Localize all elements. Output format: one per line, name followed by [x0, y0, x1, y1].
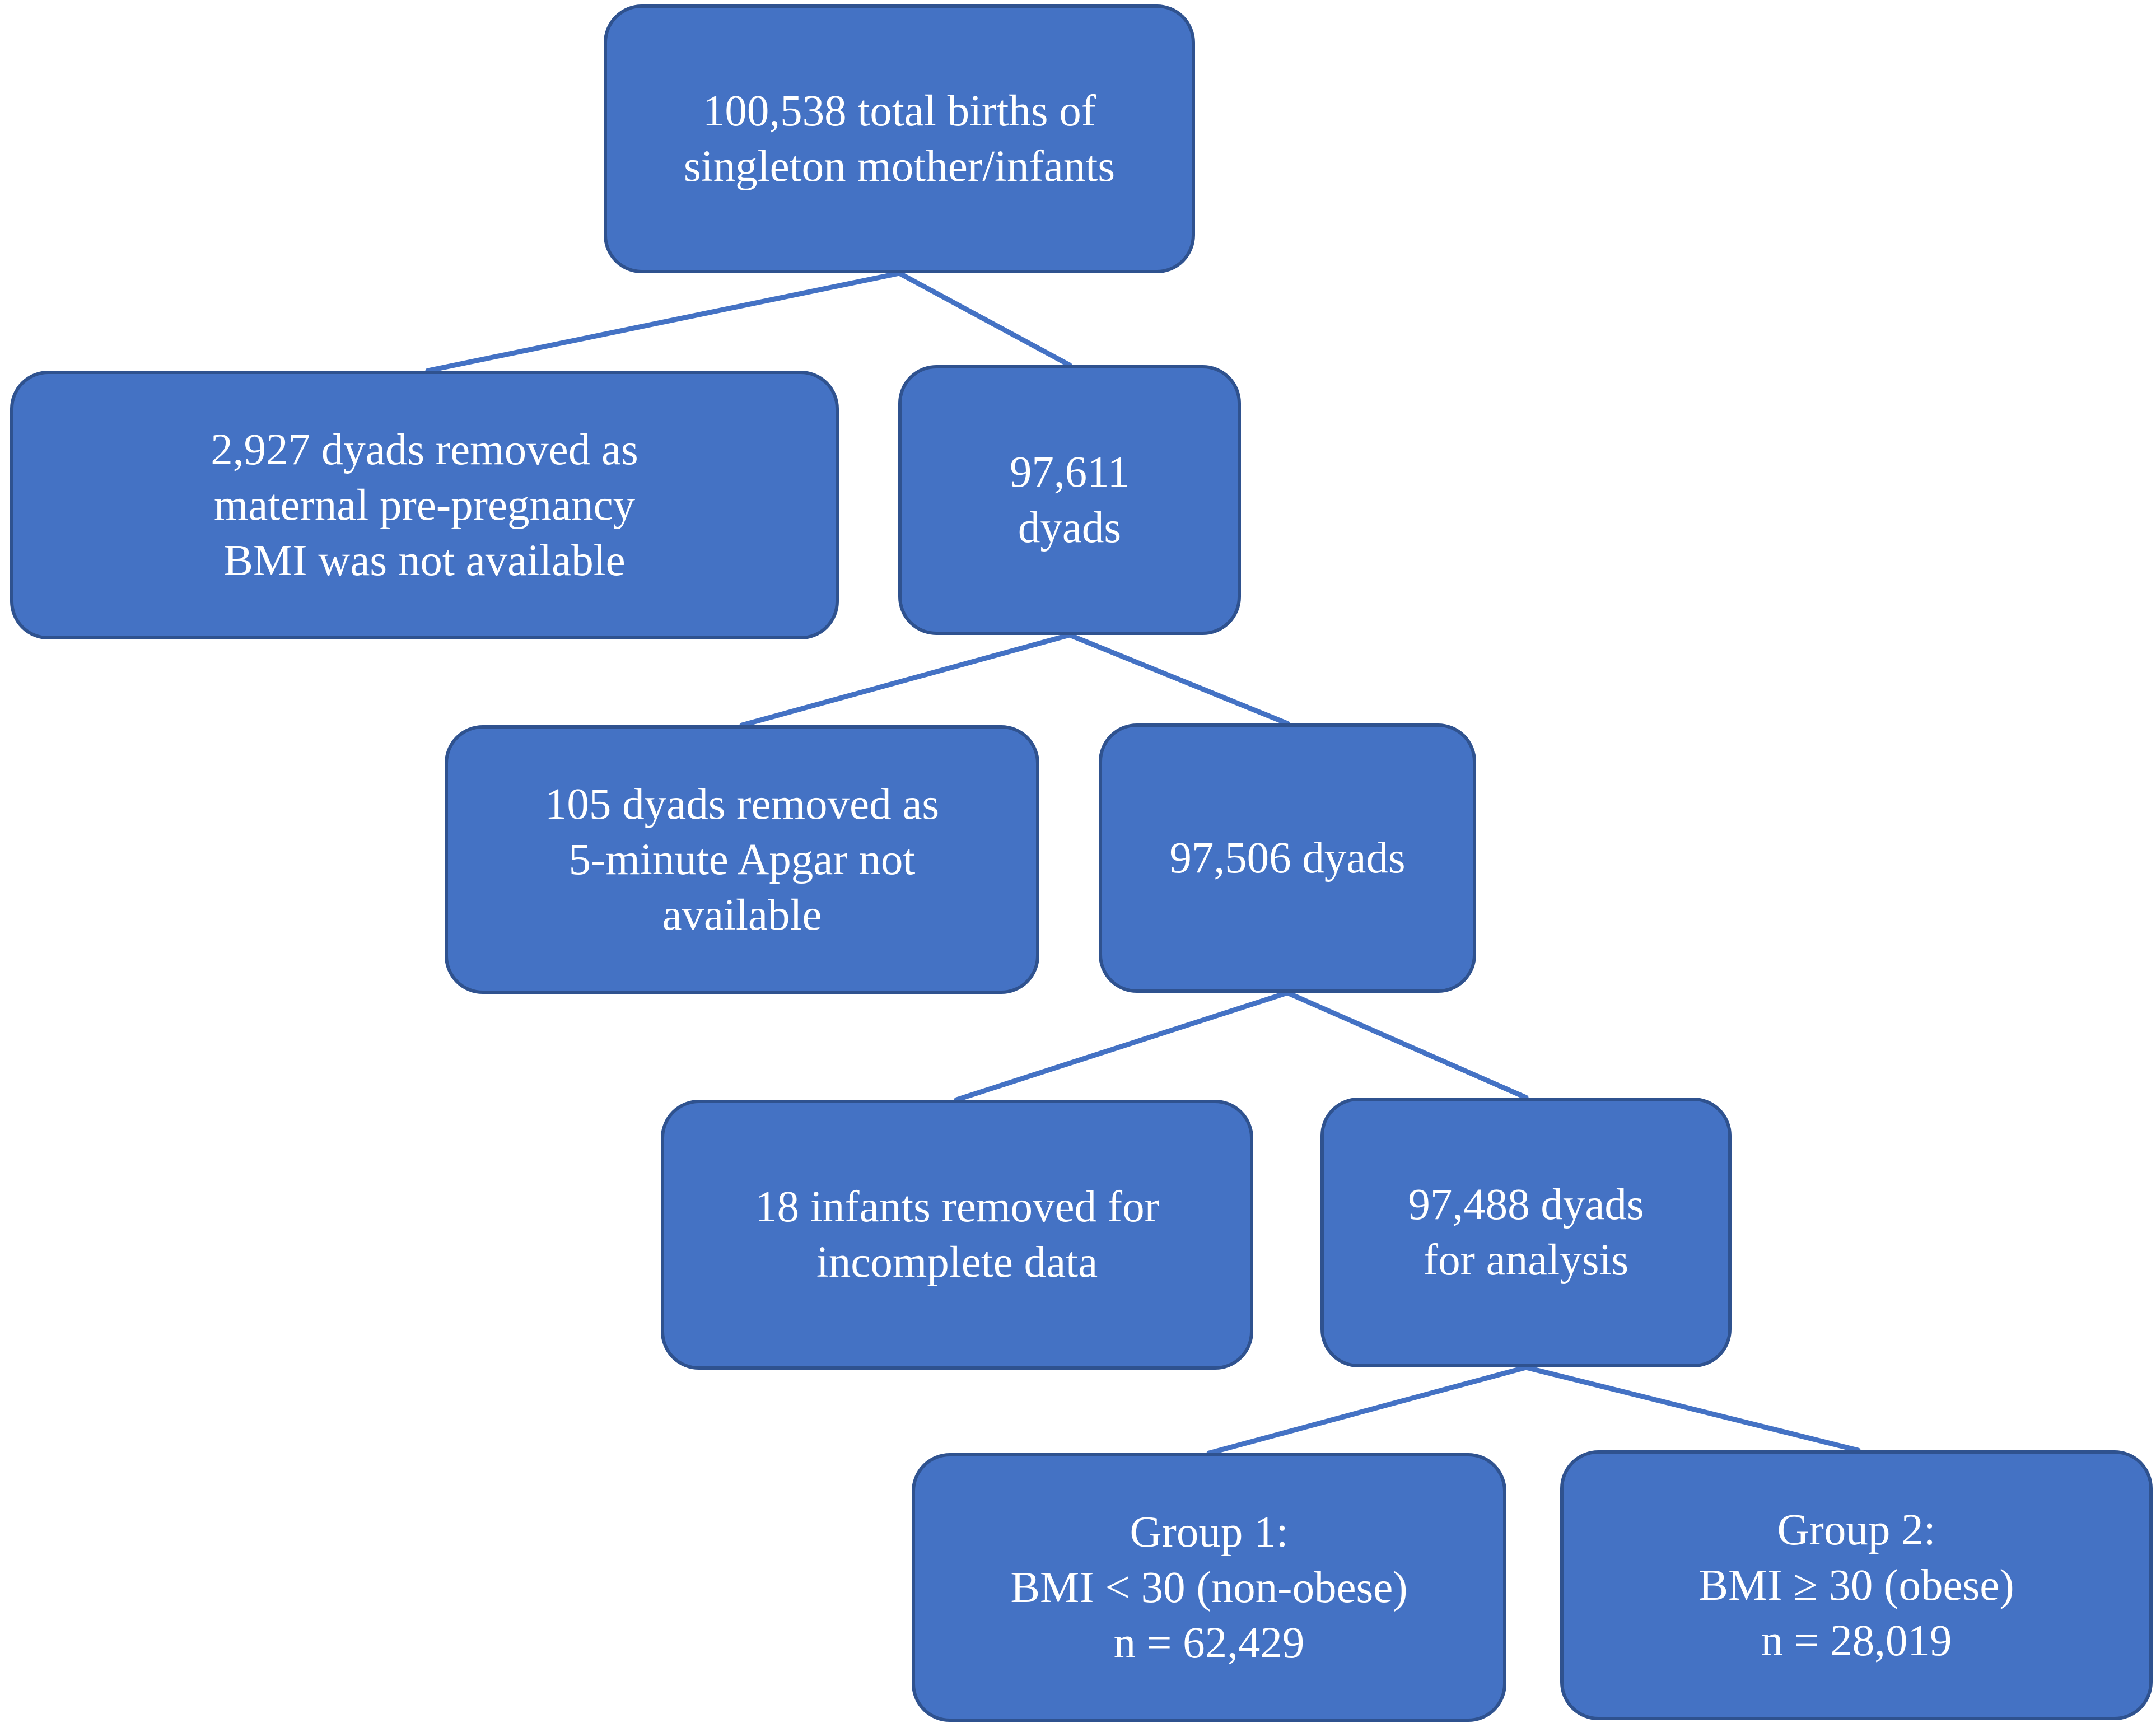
node-text-line: 97,488 dyads	[1408, 1180, 1644, 1229]
node-text-line: n = 62,429	[1113, 1618, 1305, 1668]
connector-97611-to-removed-apgar	[739, 632, 1072, 728]
connector-total-to-removed-bmi	[425, 270, 902, 373]
connector-97611-to-97506	[1067, 632, 1290, 726]
node-text-line: singleton mother/infants	[683, 142, 1116, 191]
node-text-line: maternal pre-pregnancy	[213, 480, 636, 530]
node-text-line: 100,538 total births of	[702, 87, 1096, 136]
node-text-line: for analysis	[1423, 1236, 1629, 1285]
node-text-line: BMI ≥ 30 (obese)	[1698, 1561, 2014, 1610]
node-text-line: available	[662, 890, 822, 940]
connector-total-to-97611	[897, 270, 1072, 368]
node-dyads-analysis: 97,488 dyads for analysis	[1320, 1098, 1732, 1367]
node-text-line: 97,506 dyads	[1169, 834, 1406, 882]
connector-97506-to-analysis	[1285, 990, 1529, 1100]
node-total-births: 100,538 total births of singleton mother…	[604, 4, 1195, 273]
node-removed-incomplete: 18 infants removed for incomplete data	[661, 1100, 1253, 1370]
node-text-line: incomplete data	[816, 1238, 1098, 1287]
node-text-line: n = 28,019	[1761, 1616, 1952, 1665]
connector-97506-to-removed-incomplete	[954, 990, 1290, 1103]
node-removed-apgar: 105 dyads removed as 5-minute Apgar not …	[445, 725, 1039, 994]
node-dyads-97611: 97,611 dyads	[898, 365, 1241, 635]
connector-analysis-to-group1	[1206, 1365, 1529, 1456]
node-text-line: 5-minute Apgar not	[568, 835, 916, 884]
node-group2: Group 2: BMI ≥ 30 (obese) n = 28,019	[1560, 1450, 2153, 1720]
node-group1: Group 1: BMI < 30 (non-obese) n = 62,429	[912, 1453, 1506, 1722]
node-text-line: 105 dyads removed as	[544, 779, 940, 829]
node-removed-bmi: 2,927 dyads removed as maternal pre-preg…	[10, 371, 839, 639]
node-text-line: 97,611	[1009, 448, 1130, 497]
node-text-line: BMI < 30 (non-obese)	[1010, 1563, 1408, 1612]
node-text-line: dyads	[1018, 503, 1122, 552]
node-text-line: BMI was not available	[223, 536, 626, 585]
node-text-line: 18 infants removed for	[755, 1183, 1159, 1231]
node-text-line: 2,927 dyads removed as	[211, 425, 638, 474]
node-text-line: Group 1:	[1130, 1507, 1289, 1557]
node-dyads-97506: 97,506 dyads	[1099, 723, 1476, 993]
node-text-line: Group 2:	[1777, 1505, 1936, 1554]
connector-analysis-to-group2	[1523, 1365, 1861, 1453]
